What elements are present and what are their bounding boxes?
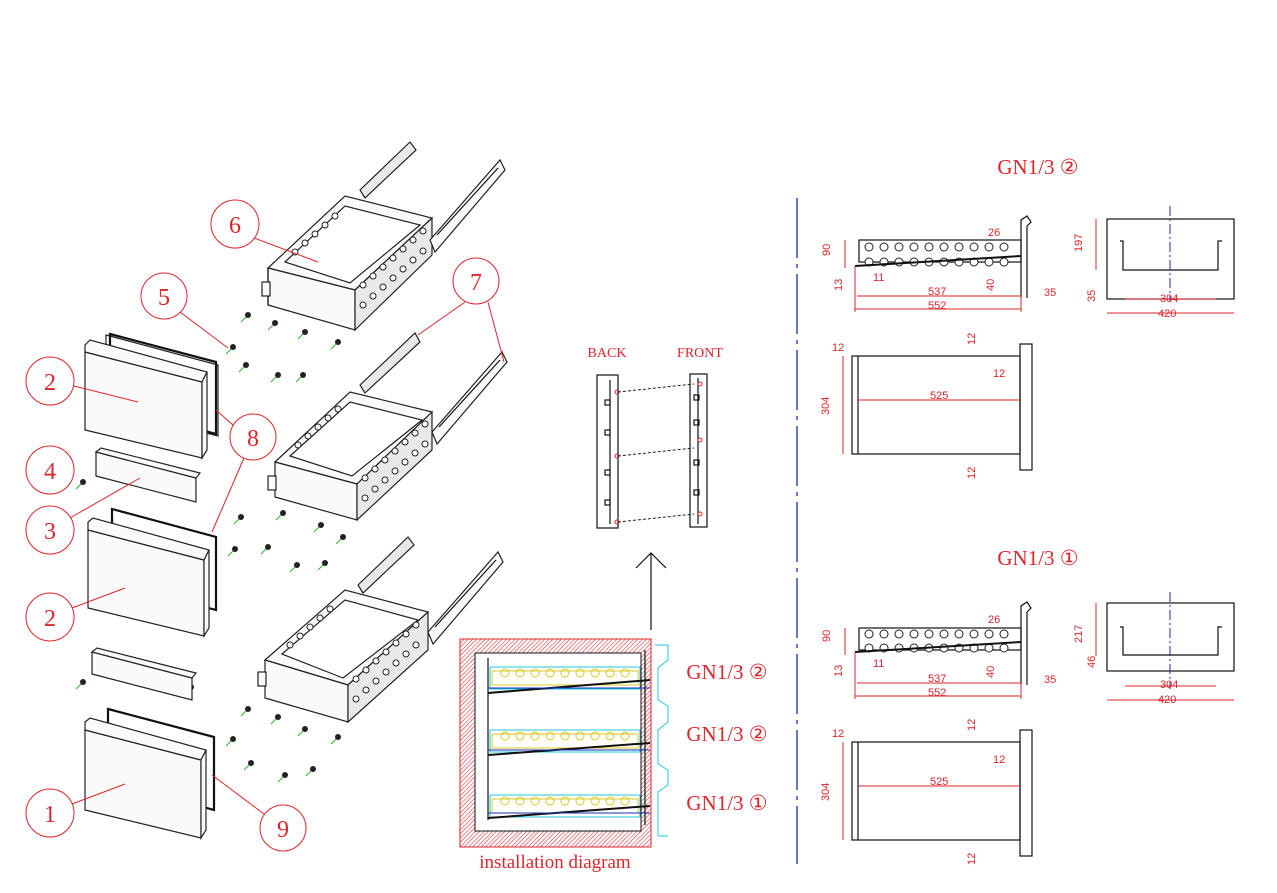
top-front-420: 420 xyxy=(1158,308,1176,320)
top-side-26: 26 xyxy=(988,227,1000,239)
top-side-537: 537 xyxy=(928,286,946,298)
drawer-basket-bottom xyxy=(257,589,430,724)
top-front-197: 197 xyxy=(1073,234,1085,252)
callout-2b: 2 xyxy=(44,606,56,632)
drawing-gn-top: GN1/3 ② 90 26 11 13 40 35 537 552 197 35… xyxy=(820,155,1235,479)
drawing-gn-bottom: GN1/3 ① 90 26 11 13 40 35 537 552 217 46… xyxy=(820,546,1235,865)
callout-8: 8 xyxy=(247,426,259,452)
bottom-plan-12b: 12 xyxy=(966,719,978,731)
top-front-35: 35 xyxy=(1086,290,1098,302)
top-front-304: 304 xyxy=(1160,293,1178,305)
top-side-11: 11 xyxy=(873,272,884,284)
top-plan-304: 304 xyxy=(820,397,832,415)
bottom-side-35: 35 xyxy=(1044,674,1056,686)
callout-1: 1 xyxy=(44,802,56,828)
callout-9: 9 xyxy=(277,817,289,843)
callout-6: 6 xyxy=(229,213,241,239)
callout-5: 5 xyxy=(158,285,170,311)
drawer-basket-middle xyxy=(267,391,434,522)
drawer-front-top xyxy=(84,332,219,461)
bottom-side-40: 40 xyxy=(985,666,997,678)
top-side-40: 40 xyxy=(985,279,997,291)
rail-detail: BACK FRONT xyxy=(588,346,723,630)
callouts: 6 5 7 2 8 4 3 2 1 9 xyxy=(25,199,505,852)
top-side-13: 13 xyxy=(833,279,845,291)
callout-4: 4 xyxy=(44,459,56,485)
drawer-runner-top xyxy=(359,141,506,254)
install-drawer-2 xyxy=(487,729,651,756)
drawer-basket-top xyxy=(261,195,434,332)
bottom-plan-304: 304 xyxy=(820,783,832,801)
bottom-plan-12a: 12 xyxy=(832,728,844,740)
top-side-35: 35 xyxy=(1044,287,1056,299)
bottom-side-90: 90 xyxy=(821,630,833,642)
callout-2a: 2 xyxy=(44,370,56,396)
bottom-front-217: 217 xyxy=(1073,625,1085,643)
bottom-side-13: 13 xyxy=(833,665,845,677)
top-plan-12a: 12 xyxy=(832,342,844,354)
drawer-front-bottom xyxy=(84,707,216,841)
exploded-view: 6 5 7 2 8 4 3 2 1 9 xyxy=(25,141,508,852)
plate-upper xyxy=(94,447,202,503)
callout-3: 3 xyxy=(44,519,56,545)
drawing-bottom-title: GN1/3 ① xyxy=(997,546,1078,570)
top-side-90: 90 xyxy=(821,244,833,256)
bottom-side-11: 11 xyxy=(873,658,884,670)
installation-caption: installation diagram xyxy=(479,852,631,873)
top-plan-525: 525 xyxy=(930,390,948,402)
install-drawer-3 xyxy=(487,794,651,819)
bottom-plan-12d: 12 xyxy=(966,853,978,865)
drawer-front-middle xyxy=(87,507,218,639)
plate-lower xyxy=(90,647,198,701)
top-plan-12b: 12 xyxy=(966,333,978,345)
installation-diagram: GN1/3 ② GN1/3 ② GN1/3 ① installation dia… xyxy=(459,638,768,873)
install-label-1: GN1/3 ② xyxy=(686,660,767,684)
bottom-plan-525: 525 xyxy=(930,776,948,788)
drawing-top-title: GN1/3 ② xyxy=(997,155,1078,179)
bottom-side-26: 26 xyxy=(988,614,1000,626)
bottom-side-552: 552 xyxy=(928,687,946,699)
top-side-552: 552 xyxy=(928,300,946,312)
top-plan-12c: 12 xyxy=(993,368,1005,380)
callout-7: 7 xyxy=(470,270,482,296)
install-label-3: GN1/3 ① xyxy=(686,791,767,815)
install-drawer-1 xyxy=(487,666,651,694)
bottom-plan-12c: 12 xyxy=(993,754,1005,766)
back-label: BACK xyxy=(588,346,627,361)
drawer-runner-middle xyxy=(359,332,508,446)
drawer-runner-bottom xyxy=(357,536,504,646)
bottom-front-304: 304 xyxy=(1160,679,1178,691)
bottom-side-537: 537 xyxy=(928,673,946,685)
top-plan-12d: 12 xyxy=(966,467,978,479)
bottom-front-420: 420 xyxy=(1158,694,1176,706)
front-label: FRONT xyxy=(677,346,723,361)
bottom-front-46: 46 xyxy=(1086,656,1098,668)
install-label-2: GN1/3 ② xyxy=(686,722,767,746)
